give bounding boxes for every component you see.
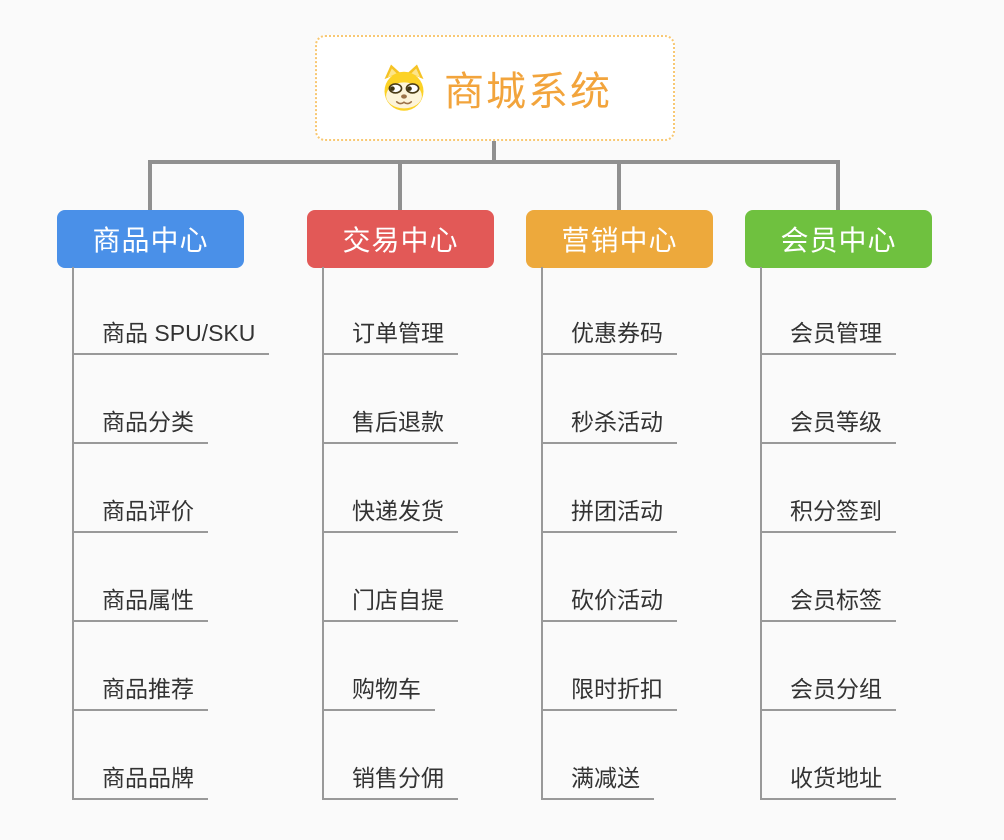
leaf-node[interactable]: 门店自提 <box>322 584 458 622</box>
leaf-node[interactable]: 商品分类 <box>72 406 208 444</box>
connector-root-stub <box>492 141 496 162</box>
branch-trunk-line <box>760 267 762 800</box>
branch-trunk-line <box>72 267 74 800</box>
category-node-marketing[interactable]: 营销中心 <box>526 210 713 268</box>
branch-trunk-line <box>322 267 324 800</box>
leaf-node[interactable]: 订单管理 <box>322 317 458 355</box>
leaf-node[interactable]: 快递发货 <box>322 495 458 533</box>
leaf-node[interactable]: 限时折扣 <box>541 673 677 711</box>
root-title: 商城系统 <box>444 70 612 114</box>
connector-drop-products <box>148 163 152 210</box>
connector-drop-members <box>836 163 840 210</box>
leaf-node[interactable]: 销售分佣 <box>322 762 458 800</box>
leaf-node[interactable]: 商品品牌 <box>72 762 208 800</box>
leaf-node[interactable]: 会员管理 <box>760 317 896 355</box>
leaf-node[interactable]: 积分签到 <box>760 495 896 533</box>
leaf-node[interactable]: 商品属性 <box>72 584 208 622</box>
leaf-node[interactable]: 秒杀活动 <box>541 406 677 444</box>
leaf-node[interactable]: 优惠券码 <box>541 317 677 355</box>
category-node-products[interactable]: 商品中心 <box>57 210 244 268</box>
root-node[interactable]: 商城系统 <box>315 35 675 141</box>
leaf-node[interactable]: 收货地址 <box>760 762 896 800</box>
connector-horizontal <box>148 160 840 164</box>
leaf-node[interactable]: 会员等级 <box>760 406 896 444</box>
connector-drop-marketing <box>617 163 621 210</box>
leaf-node[interactable]: 商品 SPU/SKU <box>72 317 270 355</box>
leaf-node[interactable]: 售后退款 <box>322 406 458 444</box>
leaf-node[interactable]: 满减送 <box>541 762 654 800</box>
leaf-node[interactable]: 会员分组 <box>760 673 896 711</box>
doge-icon <box>384 64 424 111</box>
branch-trunk-line <box>541 267 543 800</box>
leaf-node[interactable]: 购物车 <box>322 673 435 711</box>
category-node-members[interactable]: 会员中心 <box>745 210 932 268</box>
connector-drop-trade <box>398 163 402 210</box>
leaf-node[interactable]: 商品评价 <box>72 495 208 533</box>
leaf-node[interactable]: 拼团活动 <box>541 495 677 533</box>
leaf-node[interactable]: 砍价活动 <box>541 584 677 622</box>
leaf-node[interactable]: 会员标签 <box>760 584 896 622</box>
category-node-trade[interactable]: 交易中心 <box>307 210 494 268</box>
leaf-node[interactable]: 商品推荐 <box>72 673 208 711</box>
